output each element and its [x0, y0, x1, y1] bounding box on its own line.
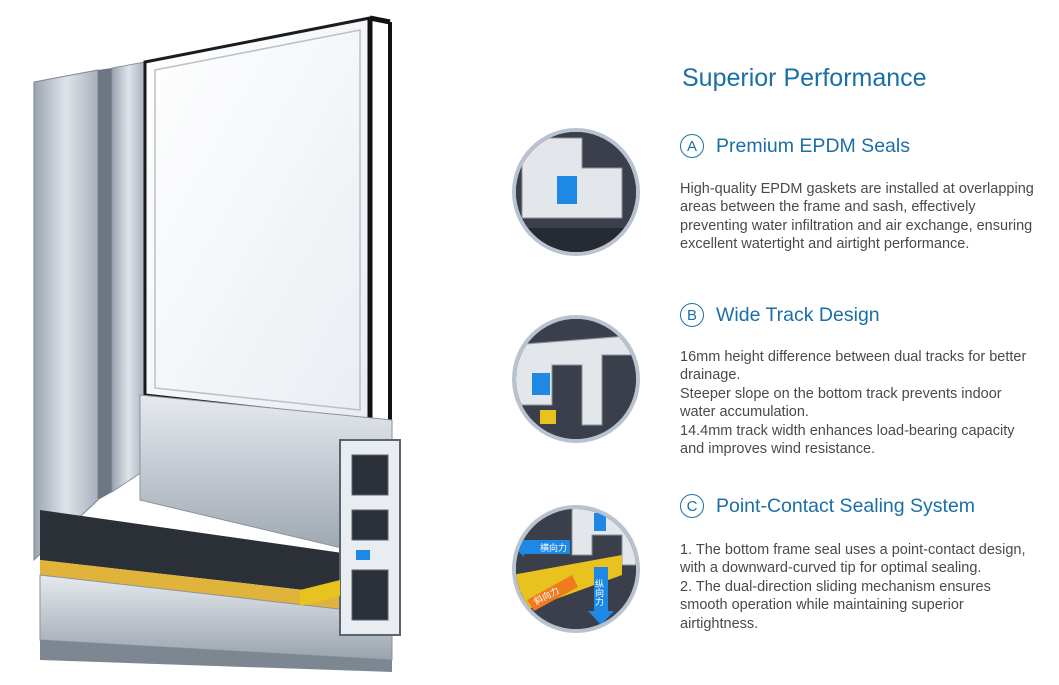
feature-body-c: 1. The bottom frame seal uses a point-co… [680, 541, 1040, 633]
letter-badge-c: C [680, 494, 704, 518]
detail-circle-point-contact: 横向力 纵向力 斜向力 [512, 505, 640, 633]
letter-badge-b: B [680, 303, 704, 327]
force-label-vertical: 纵向力 [593, 579, 604, 607]
page-heading: Superior Performance [682, 64, 927, 92]
feature-b-paragraph-1: 16mm height difference between dual trac… [680, 349, 1027, 384]
detail-circle-wide-track [512, 315, 640, 443]
feature-a-paragraph: High-quality EPDM gaskets are installed … [680, 181, 1034, 253]
feature-title-a: A Premium EPDM Seals [680, 134, 910, 158]
force-label-horizontal: 横向力 [540, 542, 567, 554]
feature-title-a-text: Premium EPDM Seals [716, 134, 910, 157]
feature-title-b: B Wide Track Design [680, 303, 880, 327]
detail-circle-epdm-seals [512, 128, 640, 256]
feature-title-c-text: Point-Contact Sealing System [716, 494, 976, 517]
feature-body-a: High-quality EPDM gaskets are installed … [680, 180, 1040, 254]
feature-b-paragraph-2: Steeper slope on the bottom track preven… [680, 385, 1002, 421]
feature-body-b: 16mm height difference between dual trac… [680, 348, 1040, 458]
feature-title-b-text: Wide Track Design [716, 303, 880, 326]
window-profile-illustration [33, 15, 401, 672]
letter-badge-a: A [680, 134, 704, 158]
feature-b-paragraph-3: 14.4mm track width enhances load-bearing… [680, 422, 1015, 458]
feature-c-paragraph-2: 2. The dual-direction sliding mechanism … [680, 578, 991, 632]
feature-title-c: C Point-Contact Sealing System [680, 494, 975, 518]
feature-c-paragraph-1: 1. The bottom frame seal uses a point-co… [680, 542, 1026, 577]
